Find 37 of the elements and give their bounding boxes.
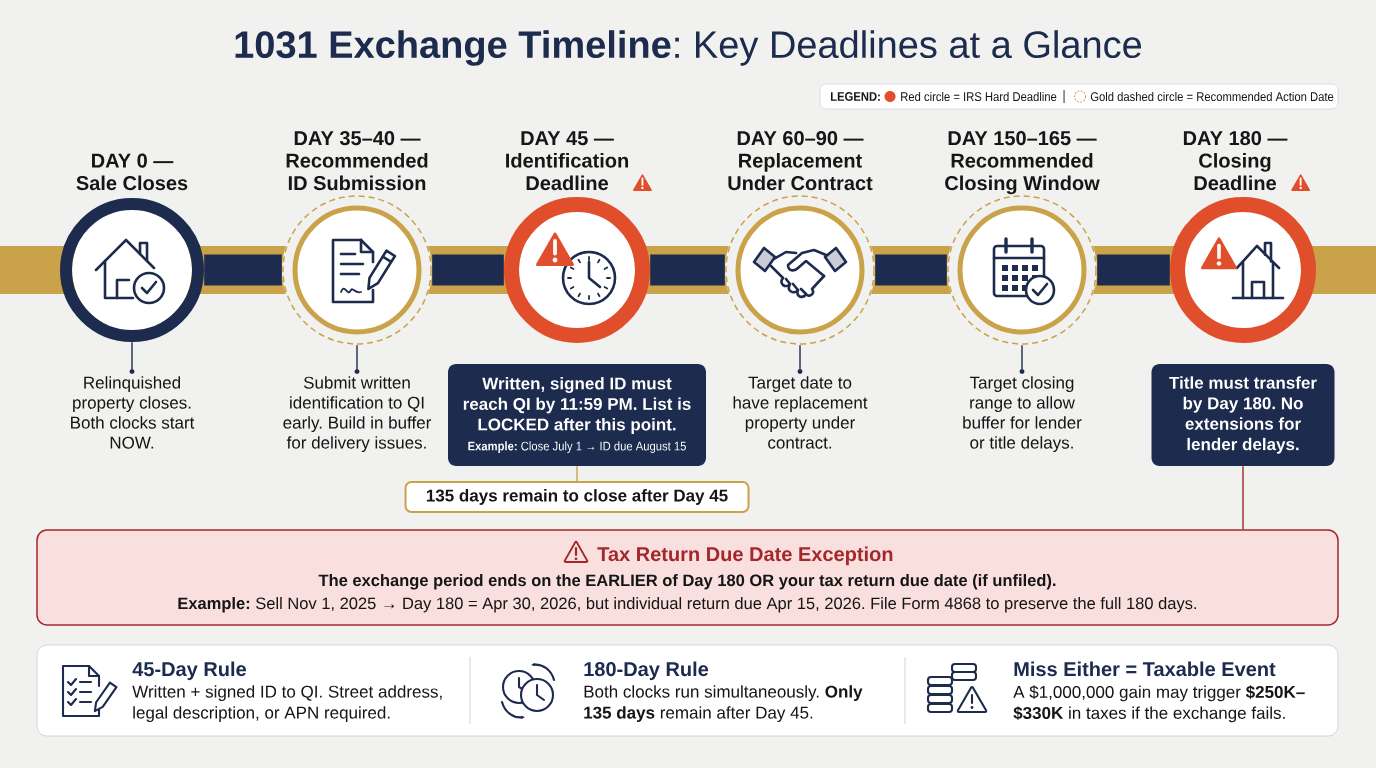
exception-text: The exchange period ends on the EARLIER of Day 180 OR your tax return due date (if unfiled). [318,574,1056,590]
milestone-heading: DAY 45 — Identification Deadline [506,131,628,191]
rule-heading: 45-Day Rule [132,661,246,681]
milestone-heading: DAY 150–165 — Recommended Closing Window [945,131,1100,195]
example-text: Example: Sell Nov 1, 2025 → Day 180 = Apr 30, 2026, but individual return due Apr 15, 2026. File Form 4868 to preserve the full 180 days. [178,597,1196,613]
exception-heading: Tax Return Due Date Exception [597,546,893,566]
connector-line [799,344,801,370]
connector-line [356,344,358,370]
description-text: Relinquished property closes. Both clocks start NOW. [71,376,195,449]
timeline-segment [875,254,947,286]
description-text: Submit written identification to QI early. Build in buffer for delivery issues. [283,376,432,453]
milestone-heading: DAY 60–90 — Replacement Under Contract [728,131,873,191]
description-text: Target closing range to allow buffer for lender or title delays. [963,376,1082,453]
timeline-segment [650,254,725,286]
callout-box: Title must transfer by Day 180. No extensions for lender delays. [1151,364,1335,466]
connector-line [576,465,578,482]
rule-text: Both clocks run simultaneously. Only 135 days remain after Day 45. [584,685,863,723]
title: 1031 Exchange Timeline: Key Deadlines at a Glance [235,30,1142,66]
timeline-segment [432,254,504,286]
milestone-heading: DAY 35–40 — Recommended ID Submission [286,131,428,191]
legend-text: Gold dashed circle = Recommended Action Date [1090,91,1334,102]
timeline-segment [1097,254,1170,286]
description-text: Target date to have replacement property under contract. [733,376,868,449]
milestone-heading: DAY 180 — Closing Deadline [1183,131,1288,191]
rule-heading: 180-Day Rule [584,661,709,681]
rule-heading: Miss Either = Taxable Event [1014,661,1276,677]
legend-title: LEGEND: [830,92,880,101]
rule-text: A $1,000,000 gain may trigger $250K–$330K in taxes if the exchange fails. [1013,685,1305,723]
timeline-segment [204,254,282,286]
connector-line [131,341,133,370]
connector-line [1242,465,1244,530]
rule-text: Written + signed ID to QI. Street address, legal description, or APN required. [132,685,442,723]
connector-line [1021,344,1023,370]
legend-text: Red circle = IRS Hard Deadline [901,91,1057,102]
milestone-heading: DAY 0 — Sale Closes [76,153,188,191]
callout-box: Written, signed ID must reach QI by 11:59 PM. List is LOCKED after this point. Example: Close July 1 → ID due August 15 [448,364,706,466]
note-box: 135 days remain to close after Day 45 [404,481,750,513]
